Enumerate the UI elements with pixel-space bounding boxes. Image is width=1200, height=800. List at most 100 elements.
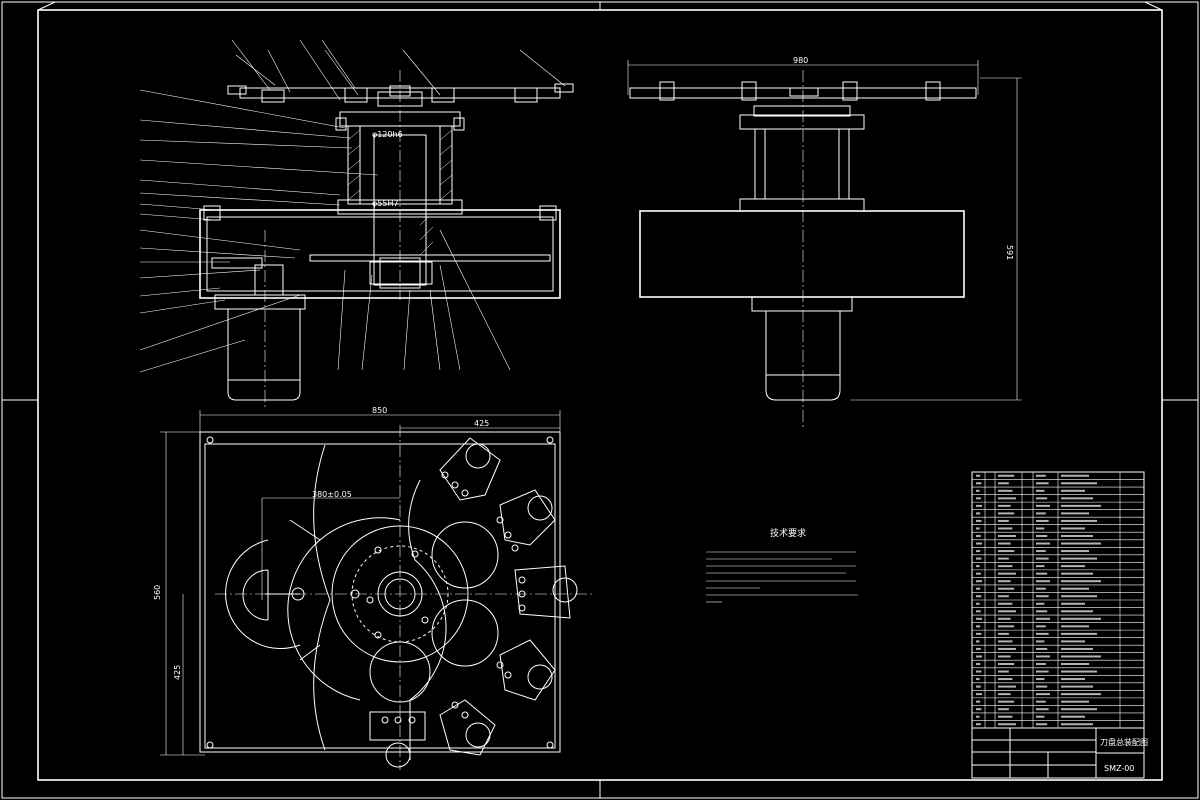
parts-list-entry-mark: [998, 655, 1011, 658]
shaft-fit-label-1: φ120h6: [372, 130, 403, 139]
parts-list-entry-mark: [976, 602, 980, 605]
parts-list-entry-mark: [1061, 565, 1085, 568]
parts-list-entry-mark: [976, 670, 982, 673]
parts-list-entry-mark: [998, 595, 1009, 598]
parts-list-entry-mark: [1036, 580, 1050, 583]
parts-list-entry-mark: [976, 527, 980, 530]
parts-list-entry-mark: [1036, 632, 1049, 635]
parts-list-entry-mark: [998, 685, 1016, 688]
parts-list-entry-mark: [998, 663, 1015, 665]
parts-list-entry-mark: [1036, 497, 1048, 500]
parts-list-entry-mark: [998, 617, 1011, 620]
parts-list-entry-mark: [998, 580, 1011, 583]
parts-list-entry-mark: [1061, 625, 1089, 628]
parts-list-entry-mark: [998, 557, 1009, 560]
parts-list-entry-mark: [976, 565, 980, 568]
parts-list-entry-mark: [1036, 482, 1049, 485]
parts-list-entry-mark: [976, 572, 981, 575]
parts-list-entry-mark: [1036, 663, 1046, 665]
parts-list-entry-mark: [1036, 670, 1049, 673]
parts-list-entry-mark: [1061, 602, 1085, 605]
parts-list-entry-mark: [998, 497, 1016, 500]
parts-list-entry-mark: [976, 715, 980, 718]
parts-list-entry-mark: [976, 617, 982, 620]
parts-list-entry-mark: [1036, 625, 1046, 628]
parts-list-entry-mark: [1036, 723, 1048, 726]
parts-list-entry-mark: [1061, 482, 1097, 485]
parts-list-entry-mark: [998, 647, 1016, 650]
parts-list-entry-mark: [1036, 474, 1046, 477]
parts-list-entry-mark: [1061, 647, 1093, 650]
parts-list-entry-mark: [998, 519, 1009, 522]
parts-list-entry-mark: [976, 482, 982, 485]
parts-list-entry-mark: [1061, 610, 1093, 613]
parts-list-entry-mark: [1061, 617, 1101, 620]
parts-list-entry-mark: [1061, 512, 1089, 515]
parts-list-entry-mark: [998, 474, 1015, 477]
parts-list-entry-mark: [998, 670, 1009, 673]
parts-list-entry-mark: [1061, 640, 1085, 643]
parts-list-entry-mark: [976, 700, 981, 703]
main-section-view: φ120h6 φ55H7: [139, 39, 574, 410]
parts-list-entry-mark: [976, 632, 982, 635]
parts-list-entry-mark: [976, 519, 982, 522]
parts-list-entry-mark: [998, 504, 1011, 507]
parts-list-entry-mark: [976, 497, 981, 500]
parts-list-entry-mark: [998, 700, 1015, 703]
parts-list-entry-mark: [976, 610, 981, 613]
parts-list-entry-mark: [998, 708, 1009, 711]
plan-view: 850 425 560 425 380±0.05: [153, 406, 595, 770]
parts-list-entry-mark: [1036, 685, 1048, 688]
parts-list-entry-mark: [976, 557, 982, 560]
parts-list-entry-mark: [1061, 550, 1089, 553]
parts-list-entry-mark: [1036, 535, 1048, 537]
parts-list-entry-mark: [976, 708, 982, 711]
parts-list-entry-mark: [998, 640, 1013, 643]
parts-list-entry-mark: [1061, 474, 1089, 477]
parts-list-entry-mark: [1036, 519, 1049, 522]
parts-list-entry-mark: [998, 723, 1016, 726]
parts-list-entry-mark: [1036, 595, 1049, 598]
shaft-fit-label-2: φ55H7: [372, 199, 399, 208]
parts-list-entry-mark: [1061, 572, 1093, 575]
parts-list-entry-mark: [976, 550, 981, 553]
drawing-name: 刀盘总装配图: [1100, 737, 1148, 747]
dim-width-980: 980: [793, 56, 808, 65]
parts-list-entry-mark: [1036, 512, 1046, 515]
parts-list-entry-mark: [1036, 640, 1045, 643]
parts-list-entry-mark: [1036, 504, 1050, 507]
parts-list-entry-mark: [1061, 504, 1101, 507]
parts-list-entry-mark: [1036, 527, 1045, 530]
parts-list-entry-mark: [1061, 715, 1085, 718]
parts-list-entry-mark: [1036, 602, 1045, 605]
parts-list-entry-mark: [1036, 678, 1045, 681]
parts-list-entry-mark: [1061, 489, 1085, 492]
parts-list-entry-mark: [976, 625, 981, 628]
parts-list-entry-mark: [998, 715, 1013, 718]
parts-list-entry-mark: [998, 602, 1013, 605]
parts-list-entry-mark: [998, 542, 1011, 545]
parts-list-entry-mark: [1036, 715, 1045, 718]
parts-list-entry-mark: [1061, 595, 1097, 598]
parts-list-entry-mark: [1036, 610, 1048, 613]
parts-list-entry-mark: [1061, 655, 1101, 658]
parts-list-entry-mark: [998, 535, 1016, 537]
parts-list-entry-mark: [976, 640, 980, 643]
dim-half-width-425: 425: [474, 419, 489, 428]
parts-list-entry-mark: [976, 587, 981, 590]
parts-list-entry-mark: [976, 504, 982, 507]
parts-list-entry-mark: [1036, 542, 1050, 545]
parts-list-entry-mark: [976, 474, 981, 477]
parts-list-entry-mark: [998, 632, 1009, 635]
parts-list-entry-mark: [976, 647, 981, 650]
parts-list-entry-mark: [1036, 655, 1050, 658]
parts-list-entry-mark: [1061, 580, 1101, 583]
parts-list-entry-mark: [976, 580, 982, 583]
dim-half-height-425: 425: [173, 665, 182, 680]
parts-list-entry-mark: [1036, 693, 1050, 696]
parts-list-entry-mark: [1061, 708, 1097, 711]
parts-list-entry-mark: [1036, 565, 1045, 568]
parts-list-entry-mark: [1036, 489, 1045, 492]
